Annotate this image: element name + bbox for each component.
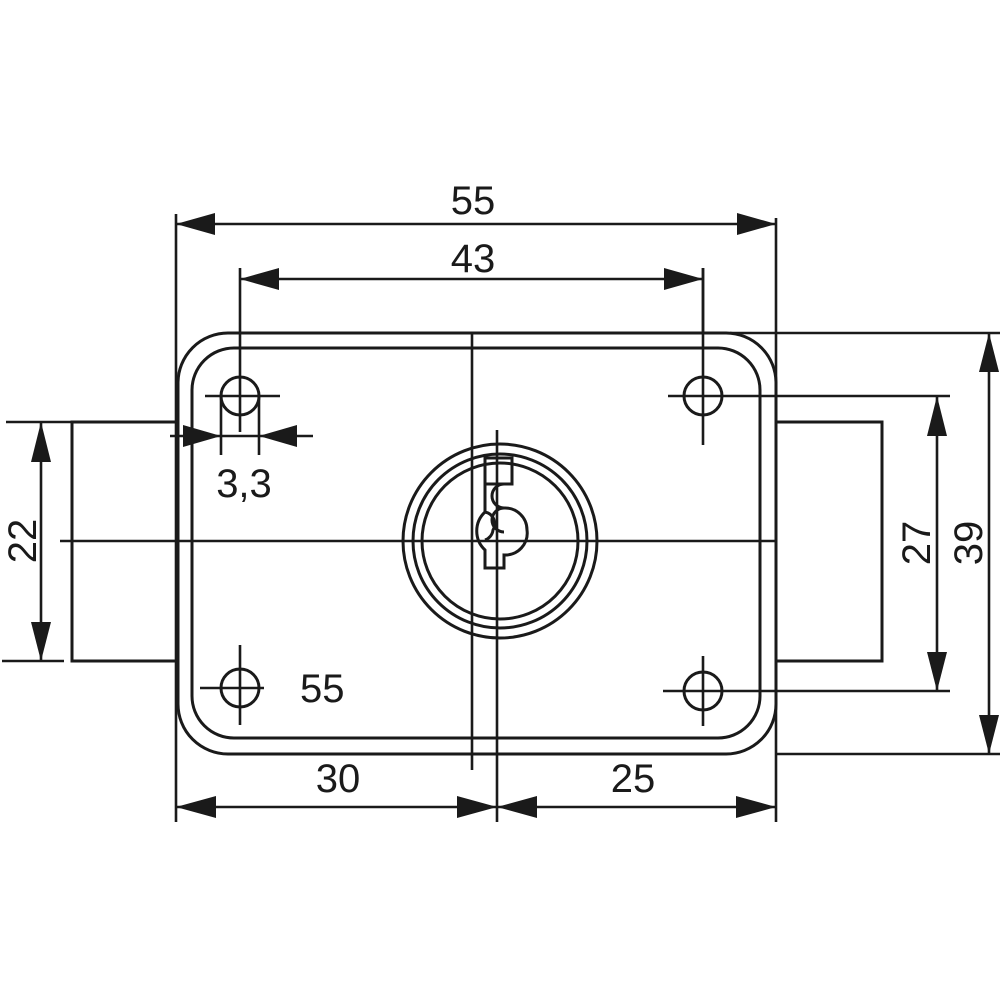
mounting-hole-top-right: [668, 268, 950, 445]
dim-overall-height-label: 39: [947, 521, 991, 566]
lock-cylinder: [401, 442, 599, 640]
mounting-hole-label: 55: [300, 667, 345, 711]
dim-bolt-height-right-label: 27: [895, 521, 939, 566]
dim-bottom: 30 25: [176, 757, 776, 818]
dim-left-to-center-label: 30: [316, 757, 361, 801]
dim-hole-spacing-label: 43: [451, 237, 496, 281]
dim-overall-height: 39: [730, 331, 1000, 756]
inner-plate: [190, 346, 762, 740]
dim-bolt-height-left: 22: [1, 420, 72, 663]
dim-hole-diameter-label: 3,3: [216, 462, 272, 506]
dim-overall-width-label: 55: [451, 179, 496, 223]
dim-hole-spacing: 43: [238, 237, 705, 333]
keyway-icon: [475, 456, 529, 570]
dim-bolt-height-left-label: 22: [1, 519, 45, 564]
dim-overall-width: 55: [174, 179, 778, 822]
dim-hole-diameter: 3,3: [170, 396, 313, 506]
mounting-hole-bottom-left: [200, 645, 264, 725]
right-bolt-housing: [776, 420, 884, 663]
dim-center-to-right-label: 25: [611, 757, 656, 801]
dim-bolt-height-right: 27: [895, 396, 947, 691]
mounting-hole-bottom-right: [663, 656, 950, 726]
